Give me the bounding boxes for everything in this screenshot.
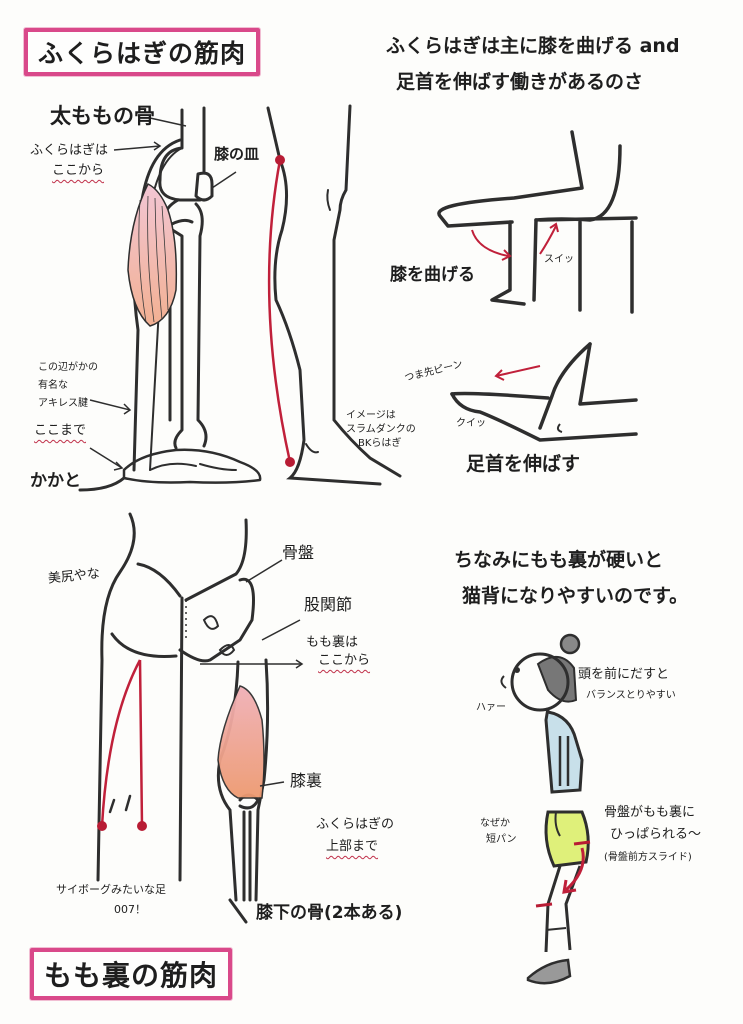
leader-lines [89,117,304,787]
calf-contract-arrow [539,225,557,255]
calf-description-line2: 足首を伸ばす働きがあるのさ [396,71,644,93]
calf-description-line1: ふくらはぎは主に膝を曲げる and [386,35,680,57]
pelvis-pull-line2: ひっぱられる〜 [610,827,702,842]
knee-bend-arrow [471,229,509,257]
kneecap-label: 膝の皿 [214,145,260,163]
toe-point-arrow [495,365,541,377]
hip-joint-label: 股関節 [304,595,353,614]
hamstring-red-lines [100,659,144,827]
shin-bones-label: 膝下の骨(2本ある) [256,903,403,923]
hamstring-origin-line1: もも裏は [306,635,359,650]
pelvis-label: 骨盤 [282,543,315,562]
hamstring-section-title: もも裏の筋肉 [30,948,233,1000]
posture-note-line1: ちなみにもも裏が硬いと [454,549,664,571]
leg-outline-drawing [266,104,402,486]
knee-bend-sfx: スイッ [544,254,574,265]
pelvis-pull-line1: 骨盤がもも裏に [604,805,696,820]
thigh-bone-label: 太ももの骨 [50,104,155,128]
sigh-label: ハァー [476,702,506,713]
cyborg-label-line1: サイボーグみたいな足 [56,883,166,896]
achilles-label-line1: この辺がかの [38,362,98,373]
image-note-line1: イメージは [346,410,396,421]
back-of-knee-label: 膝裏 [290,771,323,790]
image-note-line2: スラムダンクの [346,424,416,435]
calf-red-line [267,159,292,463]
head-forward-line2: バランスとりやすい [586,690,676,701]
calf-upper-line1: ふくらはぎの [316,817,395,832]
achilles-label-line3: アキレス腱 [38,398,88,409]
knee-bend-caption: 膝を曲げる [390,265,475,285]
cyborg-label-line2: 007！ [114,903,146,916]
calf-section-title: ふくらはぎの筋肉 [24,28,261,76]
posture-note-line2: 猫背になりやすいのです。 [462,585,689,607]
shorts-label-line1: なぜか [480,818,510,829]
heel-label: かかと [30,471,81,491]
muscle-fibers [138,195,169,323]
calf-origin-label-line1: ふくらはぎは [30,143,109,158]
until-here-label: ここまで [34,423,87,438]
ankle-extend-sfx: クイッ [456,418,486,429]
image-note-line3: BKらはぎ [358,438,402,449]
hamstring-muscle [217,685,265,799]
ankle-extend-caption: 足首を伸ばす [466,453,581,475]
calf-origin-label-line2: ここから [52,163,105,178]
head-forward-line1: 頭を前にだすと [578,667,670,682]
ankle-extend-drawing [450,342,638,442]
achilles-label-line2: 有名な [38,380,68,391]
shorts-label-line2: 短パン [486,834,517,845]
back-thigh-drawing [96,512,255,882]
hamstring-origin-line2: ここから [318,653,371,668]
calf-muscle [127,182,178,327]
knee-bend-drawing [437,130,638,314]
posture-figure [500,633,591,985]
calf-upper-line2: 上部まで [326,839,379,854]
pelvis-pull-line3: (骨盤前方スライド) [604,852,692,863]
